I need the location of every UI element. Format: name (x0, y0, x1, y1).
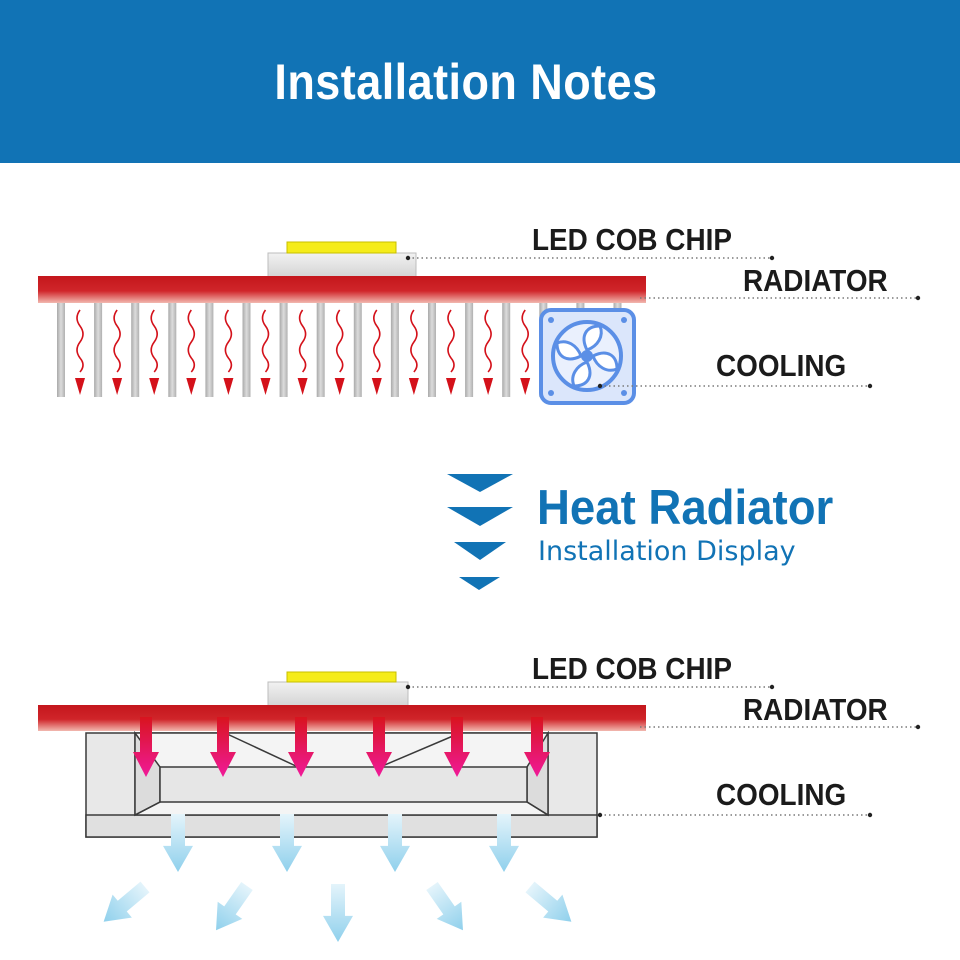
top-diagram (38, 241, 921, 405)
page-title: Installation Notes (274, 54, 658, 110)
top-heat-arrows (75, 309, 605, 395)
radiator-fin (316, 303, 325, 397)
heat-arrow (408, 309, 419, 395)
fan-icon (539, 308, 636, 405)
heat-arrow (334, 309, 345, 395)
top-chip-base (267, 252, 417, 278)
pink-heat-arrow (366, 717, 392, 777)
bottom-led-chip (286, 671, 397, 683)
radiator-fin (242, 303, 251, 397)
cool-air-arrow (380, 814, 410, 872)
heat-arrow (297, 309, 308, 395)
down-chevrons (447, 474, 513, 590)
radiator-fin (428, 303, 436, 397)
bottom-chip-base (267, 681, 409, 707)
bottom-radiator-label: RADIATOR (743, 692, 888, 727)
top-cooling-label: COOLING (716, 348, 847, 383)
radiator-fin (168, 303, 177, 397)
cool-air-arrows (103, 814, 572, 942)
pink-heat-arrow (524, 717, 550, 777)
top-led-chip (286, 241, 397, 254)
bottom-diagram (38, 671, 921, 942)
heat-arrow (223, 309, 234, 395)
installation-display-subtitle: Installation Display (538, 536, 796, 567)
header-banner: Installation Notes (0, 0, 960, 163)
heat-arrow (75, 309, 85, 395)
top-radiator-bar (38, 276, 646, 303)
heat-arrow (112, 309, 123, 395)
top-chip-label: LED COB CHIP (532, 222, 732, 257)
cool-air-arrow (426, 881, 463, 931)
radiator-fin (131, 303, 140, 397)
cool-air-arrow (525, 881, 572, 922)
heat-arrow (371, 309, 382, 395)
radiator-fin (205, 303, 214, 397)
radiator-fin (502, 303, 511, 397)
heat-arrow (186, 309, 197, 395)
heat-arrow (260, 309, 271, 395)
pink-heat-arrow (133, 717, 159, 777)
cool-air-arrow (489, 814, 519, 872)
cool-air-arrow (103, 881, 150, 922)
pink-heat-arrow (288, 717, 314, 777)
bottom-cooling-label: COOLING (716, 777, 847, 812)
radiator-fin (390, 303, 399, 397)
bottom-heat-arrows (133, 717, 550, 777)
radiator-fin (279, 303, 288, 397)
cool-air-arrow (216, 881, 253, 931)
cool-air-arrow (163, 814, 193, 872)
heat-arrow (149, 309, 160, 395)
top-radiator-label: RADIATOR (743, 263, 888, 298)
heat-radiator-title: Heat Radiator (537, 481, 834, 535)
heat-arrow (446, 309, 456, 395)
bottom-chip-label: LED COB CHIP (532, 651, 732, 686)
pink-heat-arrow (444, 717, 470, 777)
cooling-box (85, 730, 598, 838)
radiator-fin (465, 303, 474, 397)
bottom-radiator-bar (38, 705, 646, 731)
heat-arrow (520, 309, 531, 395)
cool-air-arrow (272, 814, 302, 872)
radiator-fin (353, 303, 362, 397)
cool-air-arrow (323, 884, 353, 942)
radiator-fin (94, 303, 103, 397)
heat-arrow (483, 309, 494, 395)
radiator-fin (57, 303, 65, 397)
pink-heat-arrow (210, 717, 236, 777)
